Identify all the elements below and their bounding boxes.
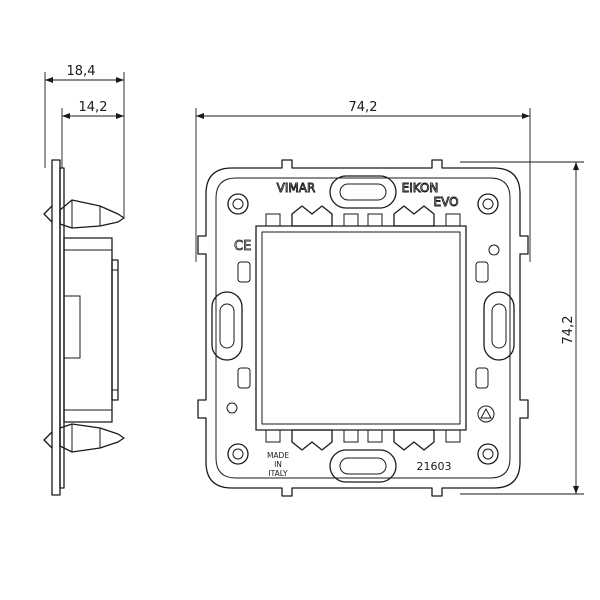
side-tabs xyxy=(237,261,489,389)
brand-evo: EVO xyxy=(433,195,458,209)
side-view: 18,4 14,2 xyxy=(43,64,125,496)
dimension-label-front-height: 74,2 xyxy=(561,316,576,345)
brand-eikon: EIKON xyxy=(402,181,439,195)
dimension-label-side-inner: 14,2 xyxy=(79,100,108,115)
dimension-label-front-width: 74,2 xyxy=(349,100,378,115)
front-view: 74,2 74,2 xyxy=(195,100,584,497)
origin-line-1: MADE xyxy=(267,451,289,460)
right-slot xyxy=(483,291,515,361)
left-slot xyxy=(211,291,243,361)
dimension-front-height: 74,2 xyxy=(460,161,584,495)
top-slot xyxy=(329,175,397,209)
dimension-side-inner: 14,2 xyxy=(61,100,124,168)
corner-holes xyxy=(226,193,500,465)
dimension-label-side-overall: 18,4 xyxy=(67,64,96,79)
top-clips xyxy=(265,205,461,227)
brand-vimar: VIMAR xyxy=(277,181,316,195)
frame-outline xyxy=(197,159,529,497)
ce-mark: CE xyxy=(234,239,251,254)
side-profile xyxy=(43,159,125,496)
module-window xyxy=(255,225,467,431)
recycle-icon xyxy=(477,405,495,423)
origin-line-3: ITALY xyxy=(268,469,288,478)
dimension-front-width: 74,2 xyxy=(195,100,531,262)
bottom-clips xyxy=(265,429,461,451)
bottom-slot xyxy=(329,449,397,483)
dimension-side-overall: 18,4 xyxy=(44,64,125,218)
product-code: 21603 xyxy=(417,460,452,473)
origin-line-2: IN xyxy=(274,460,282,469)
